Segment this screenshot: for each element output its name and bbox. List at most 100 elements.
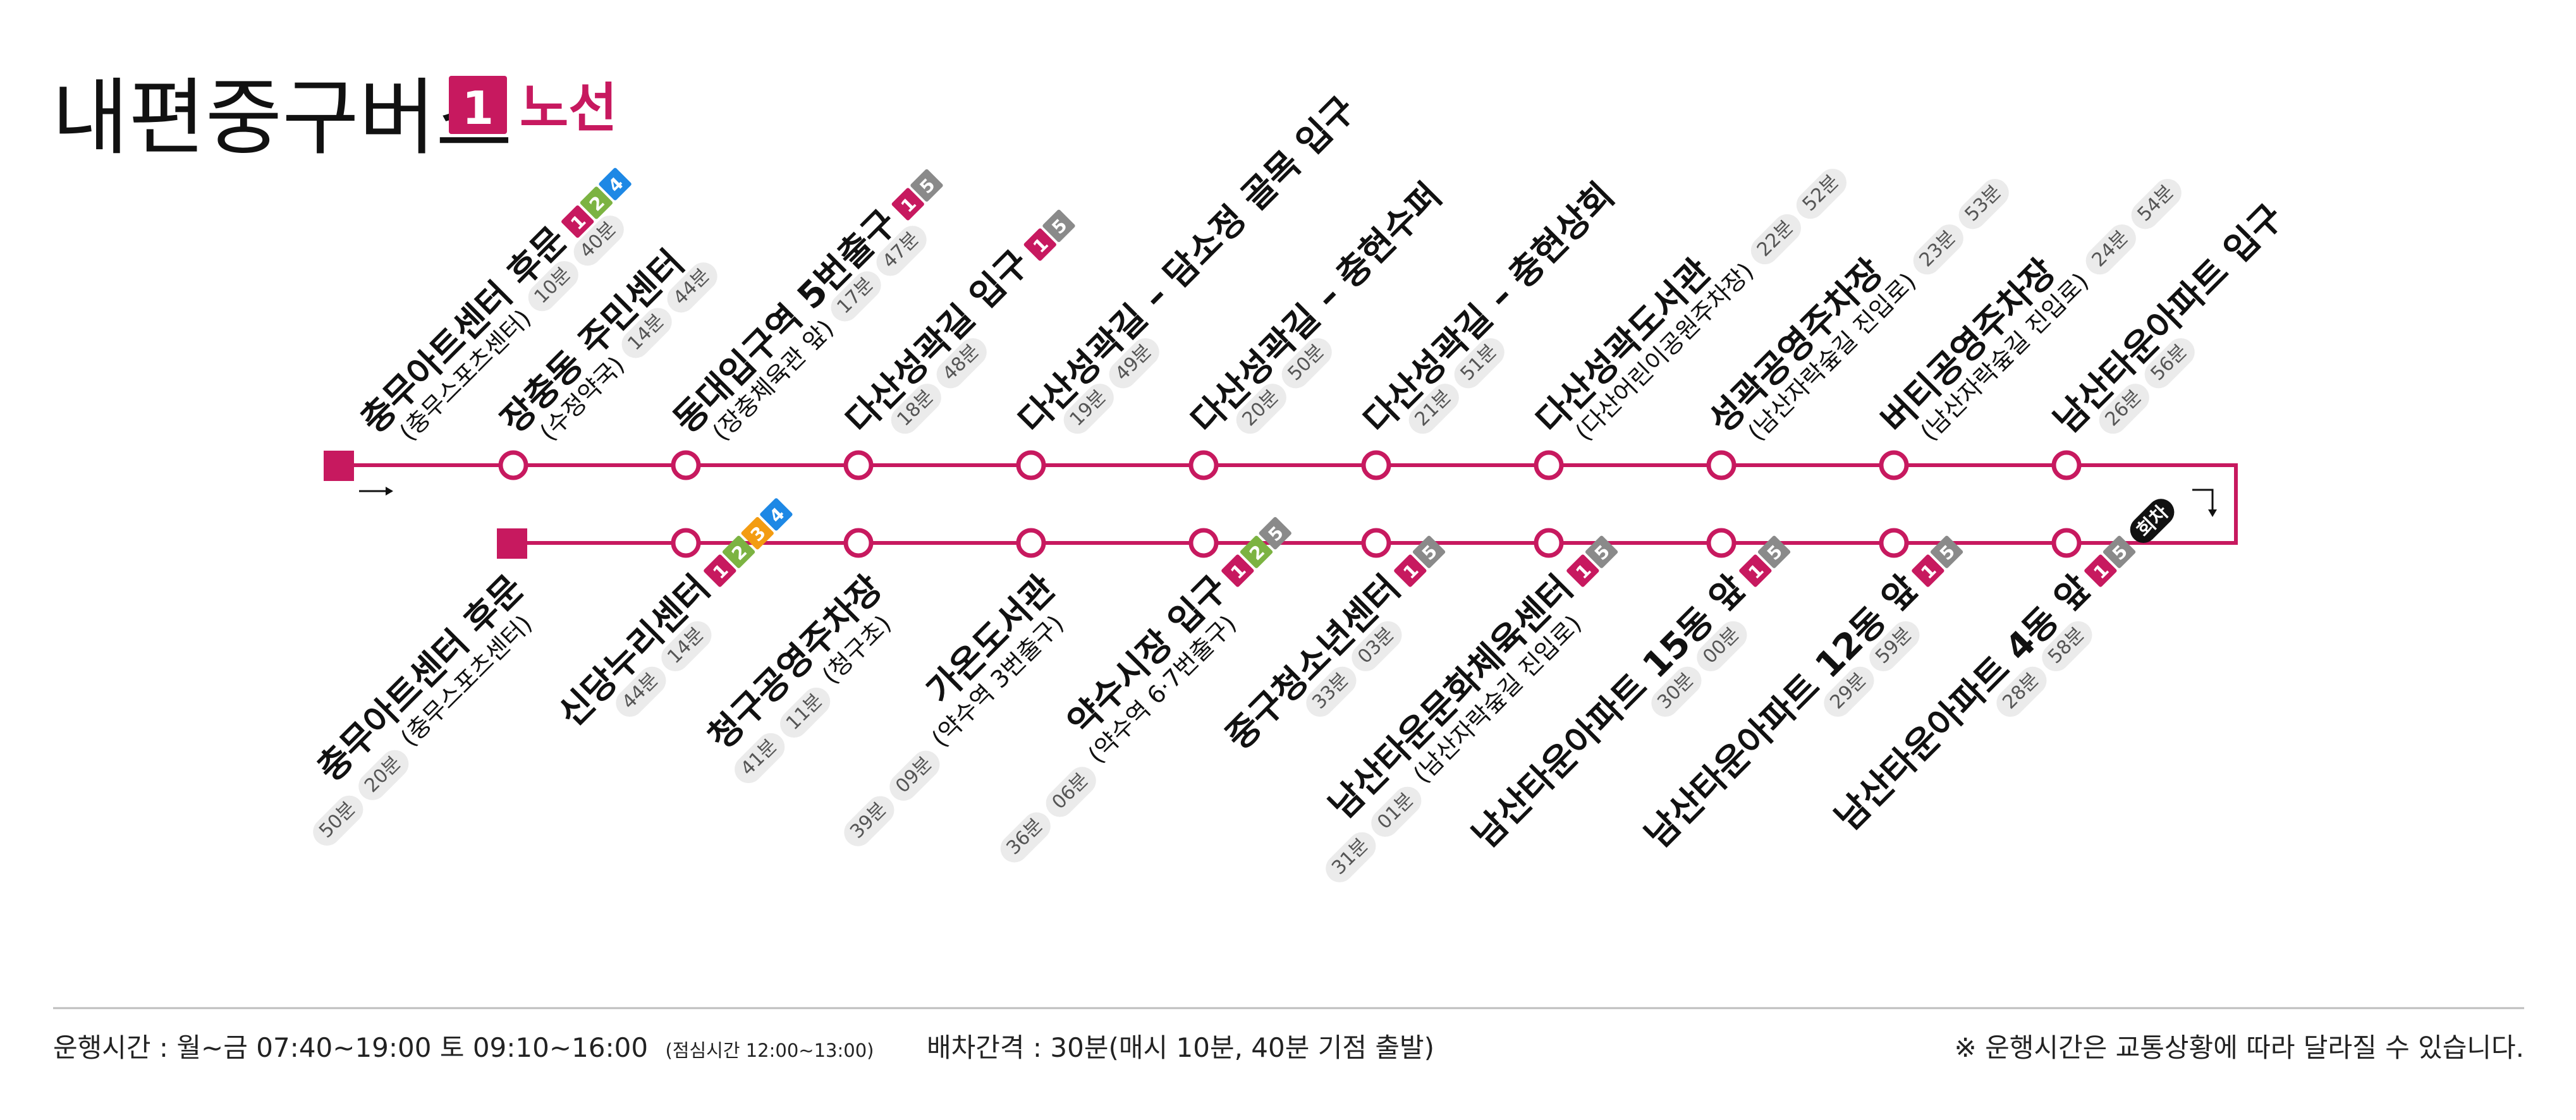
stop-marker: [843, 528, 874, 558]
direction-arrow-down-icon: [2192, 489, 2217, 517]
time-pill: [936, 338, 987, 389]
stop-name: 다산성곽길 – 담소정 골목 입구: [1011, 88, 1364, 441]
time-pill: [2144, 338, 2195, 389]
lunch-hours: (점심시간 12:00~13:00): [665, 1040, 874, 1061]
route-label: 노선: [520, 77, 618, 139]
stop-marker: [1016, 450, 1046, 480]
stop-marker: [671, 528, 701, 558]
dispatch-interval: 배차간격 : 30분(매시 10분, 40분 기점 출발): [927, 1032, 1434, 1063]
time-pill: [1371, 786, 1422, 837]
time-pill: [1046, 767, 1096, 817]
time-pill: [528, 261, 578, 312]
time-pill: [1697, 621, 1747, 672]
stop-marker: [1361, 450, 1391, 480]
stop-name: 다산성곽도서관: [1529, 251, 1719, 441]
stop-marker: [1188, 528, 1219, 558]
time-pill: [1109, 338, 1159, 389]
time-pill: [2131, 179, 2182, 229]
transfer-badge-1: [561, 205, 594, 238]
time-pill: [2085, 224, 2136, 275]
time-pill: [891, 384, 941, 434]
time-pill: [1824, 666, 1874, 717]
stop-marker: [1879, 528, 1909, 558]
time-pill: [1750, 214, 1802, 265]
time-pill: [1796, 168, 1847, 219]
transfer-badge-3: [741, 516, 774, 550]
time-pill: [573, 216, 624, 266]
transfer-badge-5: [1585, 535, 1618, 568]
time-pill: [1913, 224, 1963, 275]
end-terminal: [497, 528, 527, 559]
stop-marker: [1534, 450, 1564, 480]
time-pill: [889, 750, 940, 801]
stop-name: 충무아트센터 후문: [310, 568, 532, 789]
transfer-badge-1: [1739, 554, 1772, 587]
stop-name: 남산타운아파트 입구: [2046, 197, 2292, 442]
time-pill: [1408, 384, 1459, 434]
footer-notice: ※ 운행시간은 교통상황에 따라 달라질 수 있습니다.: [1955, 1032, 2524, 1063]
time-pill: [1651, 666, 1702, 717]
stops-bottom: 충무아트센터 후문(충무스포츠센터)20분50분신당누리센터14분44분1234…: [310, 498, 2175, 882]
time-pill: [1000, 812, 1051, 863]
stop-marker: [1706, 528, 1737, 558]
time-pill: [667, 262, 717, 313]
stop-marker: [843, 450, 874, 480]
transfer-badge-5: [1412, 535, 1446, 568]
transfer-badge-1: [2084, 554, 2117, 587]
stop-marker: [1706, 450, 1737, 480]
stop-marker: [2051, 450, 2082, 480]
stop-marker: [1879, 450, 1909, 480]
header: 내편중구버스 1 노선: [52, 70, 618, 167]
time-pill: [844, 796, 894, 846]
time-pill: [1352, 621, 1402, 672]
transfer-badge-1: [1221, 554, 1254, 587]
transfer-badge-1: [891, 188, 924, 221]
time-pill: [2099, 384, 2149, 434]
direction-arrow-right-icon: [359, 487, 393, 496]
transfer-badge-1: [1912, 554, 1944, 587]
time-pill: [1063, 384, 1114, 434]
route-number: 1: [462, 82, 494, 135]
time-pill: [1869, 621, 1920, 672]
operating-hours: 운행시간 : 월~금 07:40~19:00 토 09:10~16:00 (점심…: [53, 1032, 874, 1063]
operating-hours-main: 운행시간 : 월~금 07:40~19:00 토 09:10~16:00: [53, 1032, 648, 1063]
time-pill: [780, 687, 831, 738]
transfer-badge-1: [1566, 554, 1599, 587]
time-pill: [313, 795, 363, 846]
brand-title: 내편중구버스: [52, 70, 513, 167]
footer: 운행시간 : 월~금 07:40~19:00 토 09:10~16:00 (점심…: [53, 1007, 2524, 1063]
turnaround-badge: [2130, 499, 2175, 543]
transfer-badge-1: [704, 554, 736, 587]
time-pill: [831, 271, 881, 322]
stop-marker: [1361, 528, 1391, 558]
stop-marker: [498, 450, 528, 480]
transfer-badge-5: [1042, 209, 1075, 242]
time-pill: [621, 308, 672, 358]
time-pill: [1326, 832, 1376, 882]
transfer-badge-1: [1394, 554, 1427, 587]
time-pill: [661, 621, 712, 672]
time-pill: [1958, 179, 2009, 229]
transfer-badge-2: [580, 186, 613, 219]
transfer-badge-1: [1023, 228, 1056, 261]
route-number-badge: [449, 76, 507, 134]
time-pill: [1454, 338, 1505, 389]
stop-marker: [671, 450, 701, 480]
time-pill: [735, 733, 785, 784]
stop-marker: [2051, 528, 2082, 558]
time-pill: [616, 666, 666, 717]
